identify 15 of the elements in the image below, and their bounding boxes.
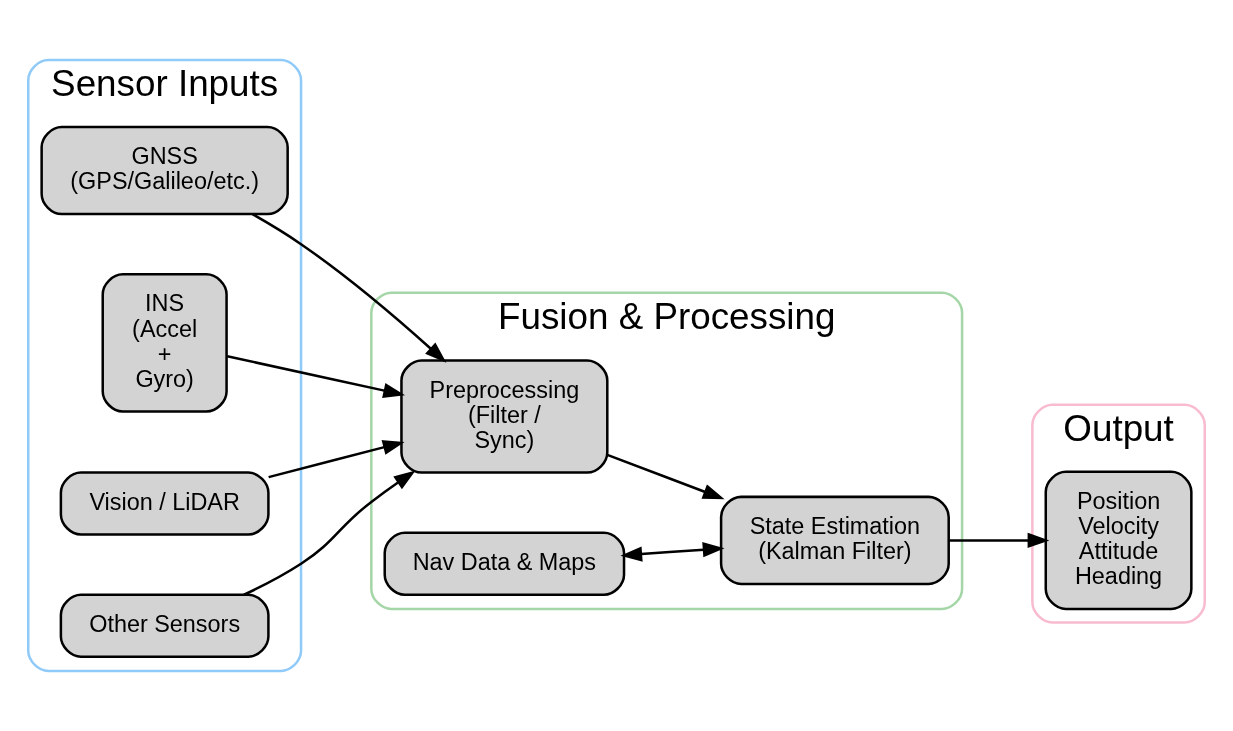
arrow: [252, 213, 447, 363]
node-box: State Estimation (Kalman Filter): [719, 495, 950, 586]
arrow: [243, 470, 416, 596]
node-box: GNSS (GPS/Galileo/etc.): [40, 125, 289, 216]
node-box: Vision / LiDAR: [59, 471, 270, 536]
node-box: Preprocessing (Filter / Sync): [400, 359, 609, 474]
node-box: Nav Data & Maps: [383, 531, 626, 597]
node-box: INS (Accel + Gyro): [101, 273, 228, 413]
arrow: [948, 532, 1050, 548]
node-box: Position Velocity Attitude Heading: [1044, 470, 1193, 611]
arrow: [268, 440, 405, 479]
arrow: [226, 355, 406, 398]
arrow: [620, 542, 725, 562]
node-box: Other Sensors: [59, 593, 270, 658]
arrow: [606, 453, 725, 500]
